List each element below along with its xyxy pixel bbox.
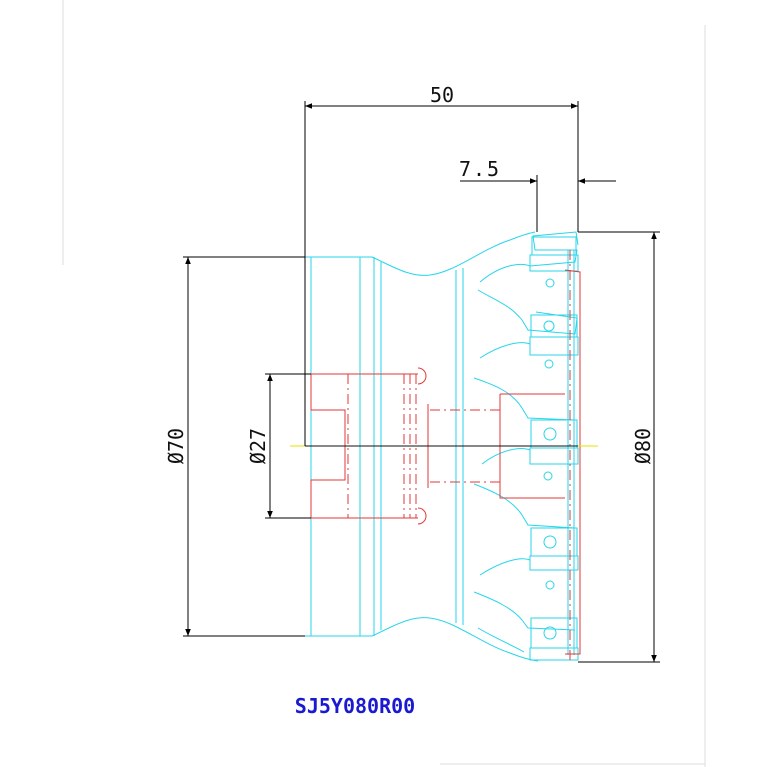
hidden-lines: [305, 250, 581, 660]
part-number: SJ5Y080R00: [295, 694, 415, 718]
dimension-width-label: 50: [430, 83, 454, 107]
dimension-shank-diameter-label: Ø70: [164, 428, 188, 464]
dimension-cutter-diameter-label: Ø80: [631, 428, 655, 464]
dimension-lines: [183, 101, 660, 663]
dimension-bore-diameter-label: Ø27: [246, 428, 270, 464]
page-border: [62, 0, 706, 767]
insert-pockets: [473, 231, 579, 661]
dimension-offset-label: 7.5: [459, 157, 501, 181]
